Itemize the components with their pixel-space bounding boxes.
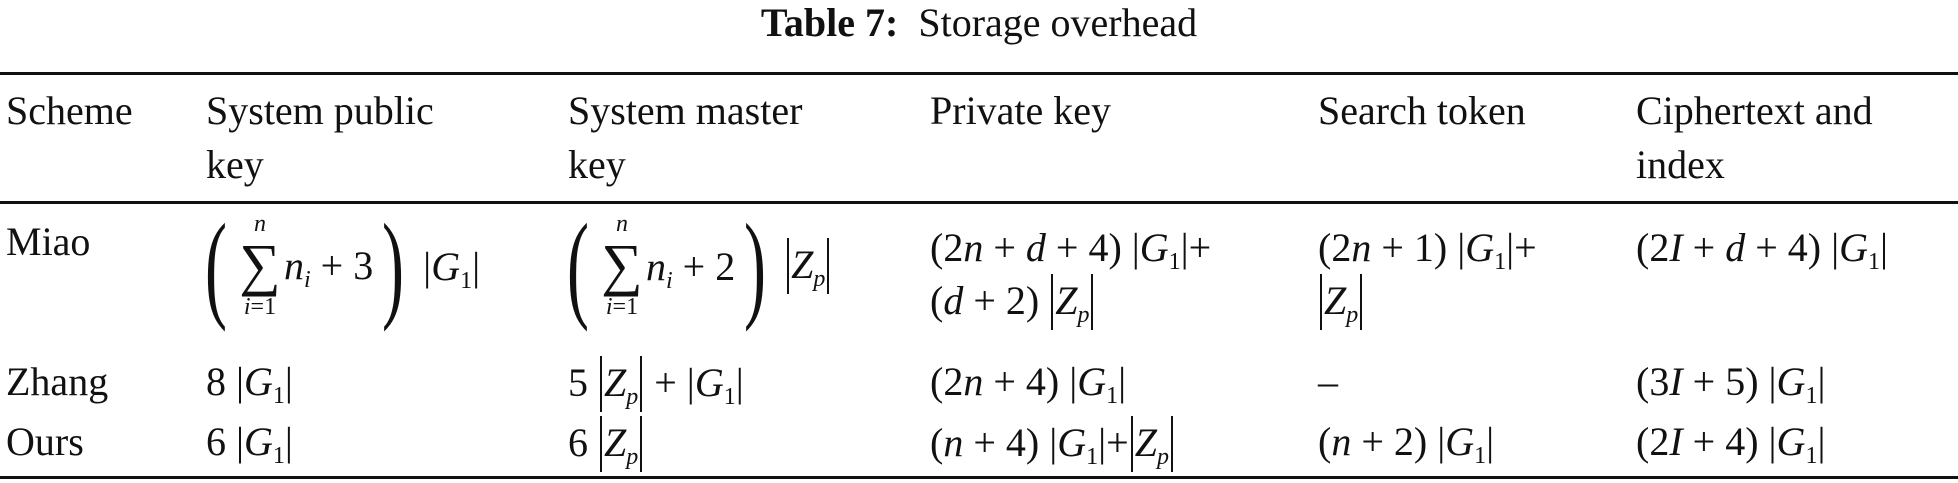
header-scheme: Scheme (6, 88, 133, 133)
caption-label: Table 7: (760, 0, 899, 45)
row-miao-ciphertext: (2I + d + 4) |G1| (1636, 225, 1889, 275)
header-search-token: Search token (1318, 88, 1526, 133)
row-zhang-search-token: – (1318, 359, 1338, 404)
top-rule (0, 72, 1958, 75)
row-ours-master-key: 6 Zp (568, 416, 644, 472)
row-ours-private-key: (n + 4) |G1|+Zp (930, 416, 1175, 472)
row-miao-scheme: Miao (6, 219, 91, 264)
row-zhang-public-key: 8 |G1| (206, 359, 293, 409)
row-ours-search-token: (n + 2) |G1| (1318, 419, 1495, 469)
row-zhang-ciphertext: (3I + 5) |G1| (1636, 359, 1826, 409)
row-ours-scheme: Ours (6, 419, 84, 464)
bottom-rule (0, 476, 1958, 479)
header-private-key: Private key (930, 88, 1112, 133)
row-zhang-scheme: Zhang (6, 359, 109, 404)
row-ours-ciphertext: (2I + 4) |G1| (1636, 419, 1826, 469)
row-miao-master-key: ( n∑i=1 ni + 2 ) Zp (558, 206, 831, 326)
row-miao-search-token: (2n + 1) |G1|+ Zp (1318, 225, 1537, 330)
row-zhang-private-key: (2n + 4) |G1| (930, 359, 1127, 409)
sum-symbol: n∑i=1 (601, 211, 643, 320)
sum-symbol: n∑i=1 (239, 211, 281, 320)
caption-title: Storage overhead (918, 0, 1198, 45)
header-rule (0, 201, 1958, 204)
row-zhang-master-key: 5 Zp + |G1| (568, 356, 744, 412)
row-miao-private-key: (2n + d + 4) |G1|+ (d + 2) Zp (930, 225, 1212, 330)
table-caption: Table 7: Storage overhead (0, 0, 1958, 46)
row-miao-public-key: ( n∑i=1 ni + 3 ) |G1| (204, 199, 481, 332)
row-ours-public-key: 6 |G1| (206, 419, 293, 469)
